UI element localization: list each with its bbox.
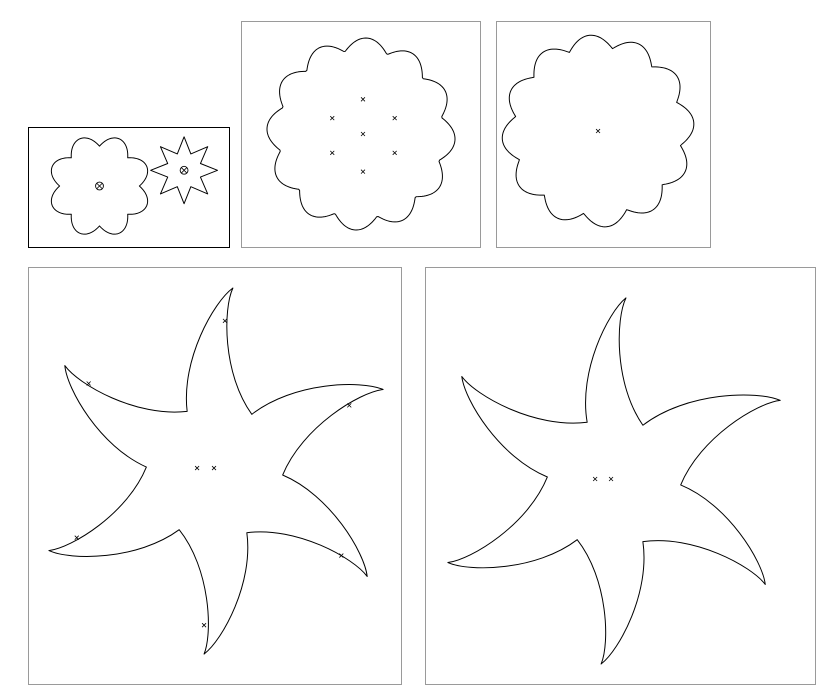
scallop-center-drawing (501, 34, 695, 228)
lily-holes-drawing (48, 287, 384, 655)
hole-mark (392, 150, 397, 156)
hole-mark (360, 131, 366, 137)
hole-mark (392, 115, 397, 121)
hole-mark (608, 476, 614, 482)
hole-mark (595, 128, 601, 134)
hole-markers (592, 476, 614, 482)
hole-mark (86, 381, 91, 386)
hole-mark (96, 182, 103, 190)
lily-petal-shape (48, 287, 384, 655)
hole-mark (329, 150, 335, 156)
hole-mark (181, 167, 188, 174)
hole-circle (179, 165, 189, 175)
scalloped-circle-shape (266, 37, 456, 231)
lily-holes-panel (28, 267, 402, 685)
lily-petal-shape (447, 297, 781, 665)
hole-markers (95, 165, 189, 191)
lily-center-panel (425, 267, 816, 685)
small-pieces-panel (28, 127, 230, 248)
hole-mark (360, 97, 366, 102)
hole-markers (595, 128, 601, 134)
scallop-holes-panel (241, 21, 481, 248)
hole-mark (201, 622, 207, 628)
small-pieces-drawing (50, 136, 219, 235)
scallop-holes-drawing (266, 37, 456, 231)
hole-mark (339, 553, 344, 558)
hole-circle (95, 181, 104, 191)
hole-mark (592, 476, 598, 482)
hole-markers (74, 318, 352, 628)
hole-mark (360, 169, 366, 174)
hole-mark (347, 403, 352, 408)
lily-center-drawing (447, 297, 781, 665)
hole-mark (74, 535, 80, 540)
hole-mark (194, 465, 200, 471)
hole-mark (222, 318, 228, 324)
hole-mark (211, 465, 217, 471)
hole-markers (329, 97, 397, 174)
hole-mark (329, 115, 335, 121)
scallop-center-panel (496, 21, 711, 248)
